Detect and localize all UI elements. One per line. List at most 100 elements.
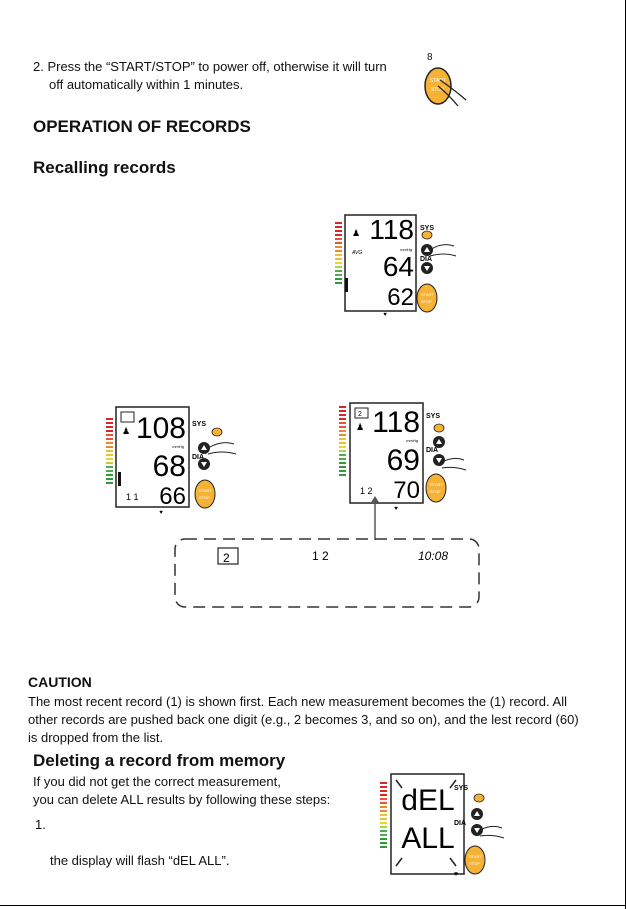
- heart-icon: ♥: [454, 871, 458, 878]
- callout-connector: [370, 496, 380, 540]
- lcd-frame: [115, 406, 190, 508]
- bp-color-scale: [339, 406, 346, 476]
- finger-icon: [207, 442, 237, 455]
- detail-date: 1 2: [312, 549, 329, 563]
- up-arrow-icon: [436, 439, 442, 444]
- person-icon: ♟: [356, 422, 364, 432]
- mmhg-unit: mmHg: [406, 438, 419, 443]
- heart-icon: ♥: [394, 506, 398, 512]
- device-display-record-1: ♟ 108 mmHg 68 66 1 1 SYS DIA START STOP …: [106, 406, 237, 516]
- finger-icon: [429, 244, 457, 257]
- detail-memory-number: 2: [223, 551, 230, 565]
- delete-line2: you can delete ALL results by following …: [33, 792, 331, 807]
- start-stop-button-shape: [416, 283, 438, 313]
- lcd-frame: [344, 214, 417, 312]
- caution-line2: other records are pushed back one digit …: [28, 712, 579, 727]
- dia-label: DIA: [454, 820, 466, 827]
- finger-icon: [441, 457, 467, 471]
- flash-marks: [395, 779, 457, 867]
- dia-value: 64: [383, 251, 414, 282]
- mmhg-unit: mmHg: [400, 247, 413, 252]
- memory-icon: [120, 411, 135, 423]
- avg-label: AVG: [351, 250, 362, 256]
- record-detail-box: 2 1 2 10:08: [174, 538, 480, 608]
- up-arrow-icon: [424, 247, 430, 252]
- device-display-delete: dEL ALL ♥ SYS DIA START STOP: [380, 773, 505, 878]
- stop-label: STOP: [431, 87, 445, 93]
- memory-number: 2: [358, 411, 362, 418]
- caution-line3: is dropped from the list.: [28, 730, 164, 745]
- stop-label: STOP: [199, 495, 210, 500]
- bp-color-scale: [380, 782, 387, 848]
- person-icon: ♟: [122, 426, 130, 436]
- page-number: 8: [427, 52, 433, 63]
- heart-icon: ♥: [383, 312, 387, 318]
- finger-icon: [437, 79, 467, 107]
- down-arrow-icon: [436, 458, 442, 463]
- start-label: START: [430, 482, 443, 487]
- lcd-frame: [349, 402, 424, 504]
- device-display-avg: ♟ AVG 118 mmHg 64 62 SYS DIA START STOP …: [335, 214, 457, 318]
- bottom-rule: [0, 905, 626, 906]
- up-arrow-icon: [474, 811, 480, 816]
- start-label: START: [430, 78, 446, 84]
- all-text: ALL: [401, 822, 454, 855]
- finger-icon: [479, 825, 505, 839]
- device-display-record-2: 2 ♟ 118 mmHg 69 70 1 2 SYS DIA START STO…: [339, 402, 467, 512]
- start-label: START: [469, 854, 482, 859]
- sys-label: SYS: [192, 421, 206, 428]
- dia-value: 69: [387, 444, 420, 477]
- step2-line2: off automatically within 1 minutes.: [49, 77, 244, 92]
- del-text: dEL: [401, 784, 454, 817]
- start-stop-button-shape: [464, 845, 486, 875]
- memory-icon: [354, 407, 369, 419]
- start-stop-button-shape: [194, 479, 216, 509]
- person-icon: ♟: [352, 228, 360, 238]
- bp-color-scale: [335, 222, 342, 284]
- sys-label: SYS: [454, 785, 468, 792]
- stop-label: STOP: [469, 861, 480, 866]
- pulse-value: 66: [159, 483, 186, 510]
- caution-line1: The most recent record (1) is shown firs…: [28, 694, 567, 709]
- cuff-icon: [433, 423, 445, 433]
- heart-icon: ♥: [159, 510, 163, 516]
- pulse-value: 70: [393, 477, 420, 504]
- sys-label: SYS: [420, 225, 434, 232]
- start-stop-button-shape: [425, 473, 447, 503]
- delete-title: Deleting a record from memory: [33, 751, 286, 770]
- start-label: START: [199, 488, 212, 493]
- mmhg-unit: mmHg: [172, 444, 185, 449]
- down-arrow-icon: [424, 266, 430, 271]
- dia-label: DIA: [192, 454, 204, 461]
- record-date: 1 2: [360, 486, 373, 496]
- detail-time: 10:08: [418, 549, 448, 563]
- sys-label: SYS: [426, 413, 440, 420]
- cuff-icon: [211, 427, 223, 437]
- caution-title: CAUTION: [28, 674, 92, 690]
- start-label: START: [421, 292, 434, 297]
- sys-value: 108: [136, 412, 186, 445]
- down-arrow-icon: [474, 828, 480, 833]
- start-stop-press-illustration: START STOP: [424, 67, 467, 107]
- dia-label: DIA: [420, 256, 432, 263]
- down-arrow-icon: [201, 462, 207, 467]
- delete-line1: If you did not get the correct measureme…: [33, 774, 281, 789]
- cuff-icon: [421, 230, 433, 240]
- bp-color-scale: [106, 418, 113, 484]
- subsection-recall-title: Recalling records: [33, 158, 176, 177]
- stop-label: STOP: [421, 299, 432, 304]
- memory-icon: [217, 547, 239, 565]
- delete-flash-text: the display will flash “dEL ALL”.: [50, 853, 230, 868]
- section-title: OPERATION OF RECORDS: [33, 117, 251, 136]
- sys-value: 118: [372, 406, 420, 439]
- up-arrow-icon: [201, 445, 207, 450]
- sys-value: 118: [369, 214, 414, 245]
- cuff-icon: [473, 793, 485, 803]
- pulse-value: 62: [387, 284, 414, 311]
- step2-line1: 2. Press the “START/STOP” to power off, …: [33, 59, 387, 74]
- stop-label: STOP: [430, 489, 441, 494]
- dia-label: DIA: [426, 447, 438, 454]
- record-date: 1 1: [126, 492, 139, 502]
- lcd-frame: [390, 773, 465, 875]
- dia-value: 68: [153, 450, 186, 483]
